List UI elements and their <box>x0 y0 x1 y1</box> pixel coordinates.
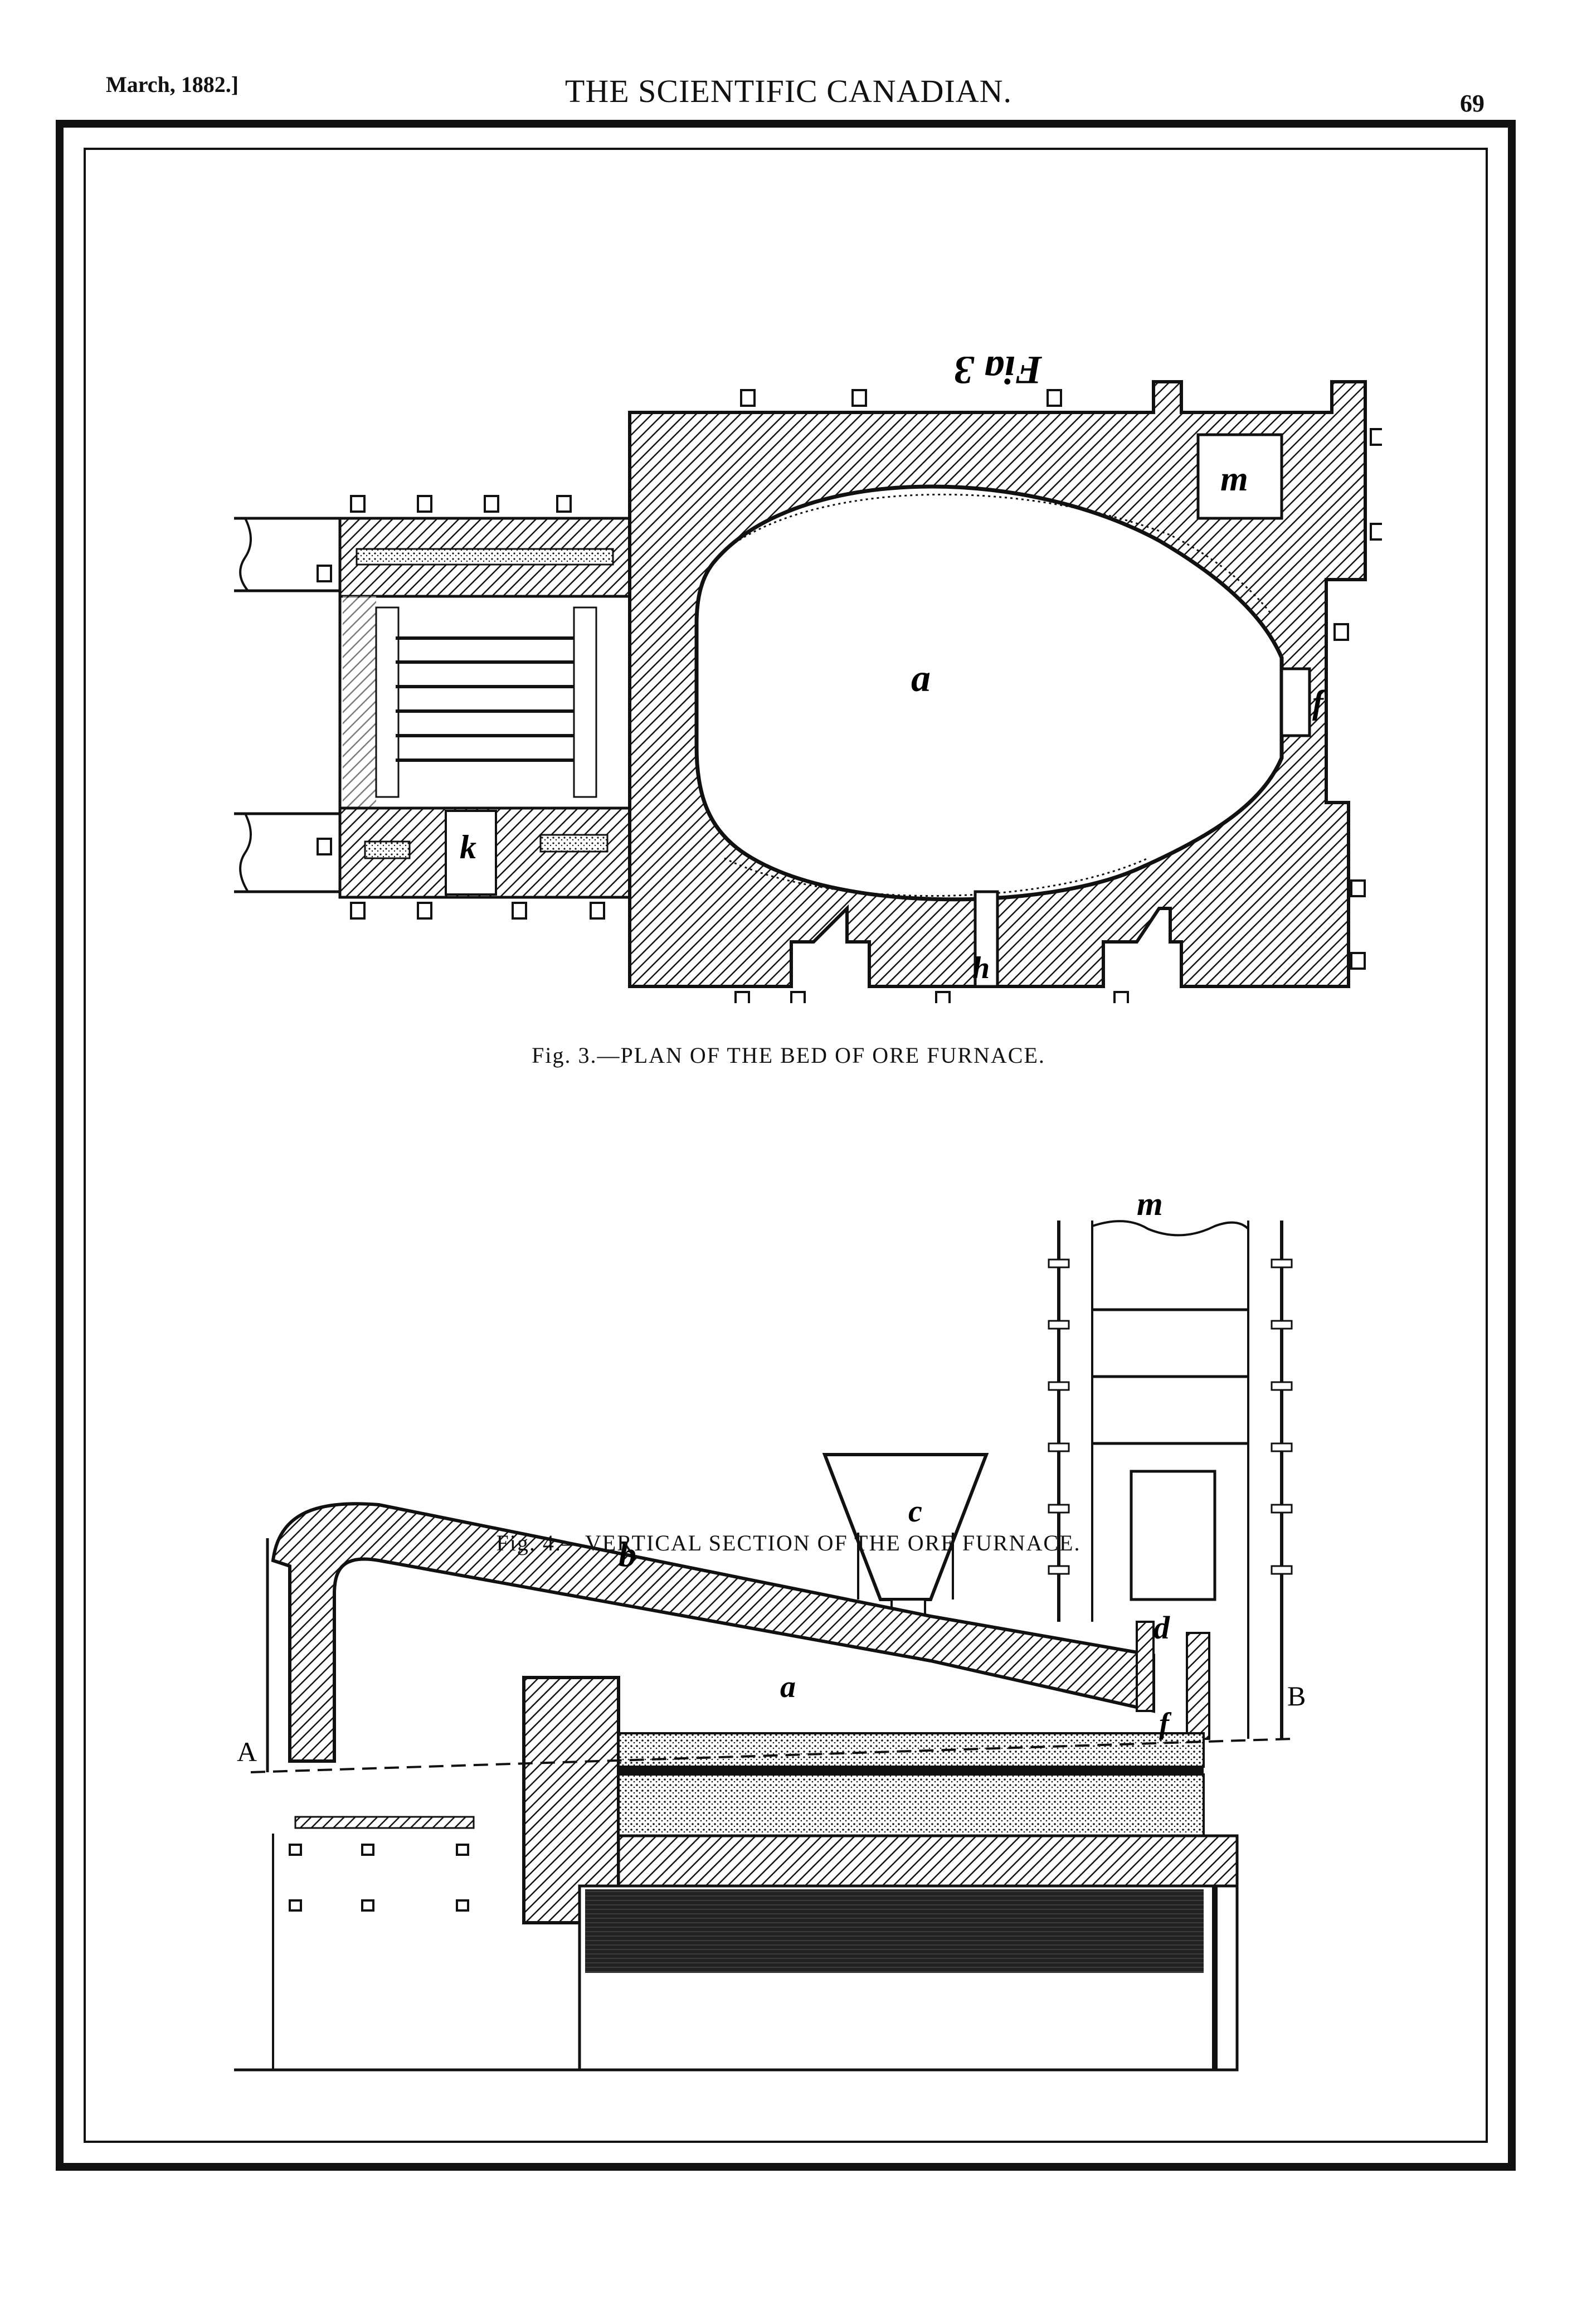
hearth-walls <box>628 380 1367 988</box>
page-border-outer <box>56 120 1516 2171</box>
label-a: a <box>911 657 931 700</box>
label-B: B <box>1287 1680 1306 1712</box>
journal-title: THE SCIENTIFIC CANADIAN. <box>564 73 1013 109</box>
label-k: k <box>460 829 476 866</box>
furnace-roof <box>266 1502 1210 1772</box>
figure-script-title: Fig 3 <box>954 357 1043 392</box>
chimney-stack <box>1048 1220 1293 1739</box>
page-number: 69 <box>1460 90 1484 117</box>
tie-rod-clips <box>317 389 1382 1003</box>
figure-3-caption: Fig. 3.—PLAN OF THE BED OF ORE FURNACE. <box>532 1043 1045 1068</box>
label-c: c <box>908 1494 922 1529</box>
label-m: m <box>1137 1185 1163 1222</box>
figure-3-plan-drawing: a m f k h Fig 3 <box>234 357 1382 1003</box>
page-border-inner <box>84 148 1488 2143</box>
label-h: h <box>972 951 990 985</box>
label-A: A <box>237 1736 257 1767</box>
label-d: d <box>1153 1610 1170 1646</box>
foundation <box>234 1816 1239 2072</box>
firebox <box>338 517 631 899</box>
issue-date: March, 1882.] <box>106 72 239 97</box>
label-m: m <box>1220 459 1248 498</box>
section-line-a-b <box>250 1738 1293 1773</box>
label-a: a <box>780 1670 796 1704</box>
label-b: b <box>619 1534 636 1574</box>
hearth-bed <box>617 1732 1239 1888</box>
figure-4-caption: Fig. 4.—VERTICAL SECTION OF THE ORE FURN… <box>496 1530 1081 1555</box>
label-f: f <box>1159 1706 1172 1740</box>
figure-4-section-drawing: m c b d a f A B <box>234 1185 1306 2072</box>
